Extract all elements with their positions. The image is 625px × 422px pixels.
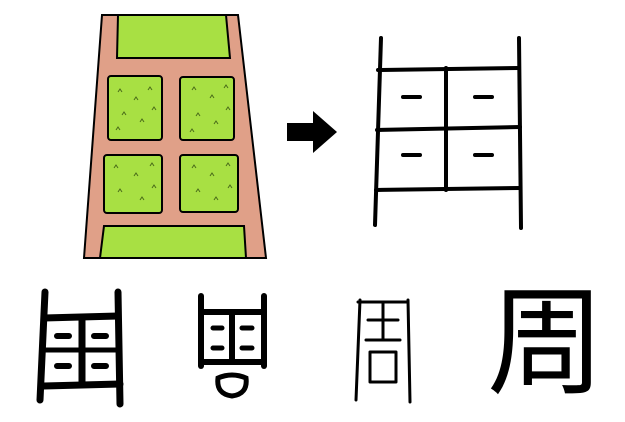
grass-tufts <box>113 84 233 201</box>
grass-plot-top-right <box>179 76 235 141</box>
pictograph-middle-bar <box>375 125 522 132</box>
grass-strip-bottom <box>98 225 248 259</box>
pictograph-field <box>373 36 523 230</box>
grass-plot-bottom-right <box>179 154 239 213</box>
glyph-seal <box>354 298 412 404</box>
pictograph-top-bar <box>376 66 521 72</box>
right-arrow-icon <box>287 111 337 153</box>
glyph-early-bronze <box>36 288 124 408</box>
glyph-modern: 周 <box>486 274 605 412</box>
grass-strip-top <box>115 14 232 59</box>
glyph-bronze <box>198 293 267 399</box>
grass-plot-bottom-left <box>103 154 163 214</box>
